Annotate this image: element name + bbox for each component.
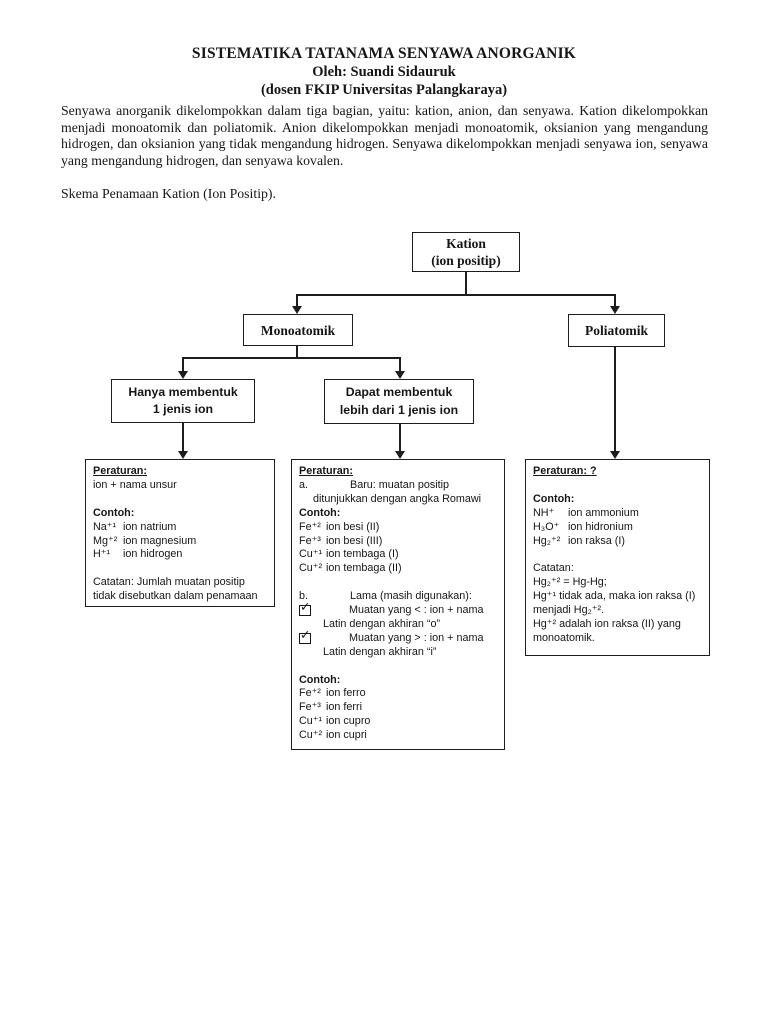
rule-box-poliatomik: Peraturan: ? Contoh: NH⁺ ion ammonium H₃…	[525, 459, 710, 656]
rule-box-single-ion: Peraturan: ion + nama unsur Contoh: Na⁺¹…	[85, 459, 275, 607]
contoh-heading: Contoh:	[93, 506, 135, 519]
node-poliatomik-label: Poliatomik	[585, 323, 648, 338]
node-monoatomik: Monoatomik	[243, 314, 353, 346]
node-monoatomik-label: Monoatomik	[260, 322, 336, 338]
checkbox-checked-icon: ✓	[299, 600, 311, 617]
arrowhead-to-middle-box-icon	[395, 451, 405, 459]
checked-rule-cont: Latin dengan akhiran “i”	[323, 645, 437, 658]
connector-monoatomik-stem	[296, 294, 298, 307]
connector-split-mid	[182, 357, 401, 359]
example-row: Fe⁺³ ion ferri	[299, 701, 363, 714]
note-line: Hg⁺¹ tidak ada, maka ion raksa (I) menja…	[533, 590, 696, 617]
contoh-heading: Contoh:	[533, 492, 575, 505]
example-row: Cu⁺¹ ion cupro	[299, 715, 371, 728]
affiliation-line: (dosen FKIP Universitas Palangkaraya)	[260, 82, 508, 98]
connector-dapat-stem	[399, 357, 401, 372]
arrowhead-to-poliatomik-icon	[610, 306, 620, 314]
connector-monoatomik-down	[296, 346, 298, 359]
checked-rule-row: ✓ Muatan yang < : ion + nama	[299, 600, 484, 617]
node-kation-line2: (ion positip)	[431, 253, 501, 268]
example-row: Cu⁺² ion cupri	[299, 729, 367, 742]
rule-text: ion + nama unsur	[93, 478, 177, 491]
list-item-b: b. Lama (masih digunakan):	[299, 590, 472, 603]
node-kation-line1: Kation	[446, 236, 486, 251]
arrowhead-to-left-box-icon	[178, 451, 188, 459]
connector-poliatomik-stem	[614, 294, 616, 307]
rule-box-multi-ion: Peraturan: a. Baru: muatan positip ditun…	[291, 459, 505, 750]
example-row: Fe⁺³ ion besi (III)	[299, 534, 383, 547]
node-hanya-line2: 1 jenis ion	[152, 402, 214, 416]
example-row: Cu⁺¹ ion tembaga (I)	[299, 548, 399, 561]
example-row: H⁺¹ ion hidrogen	[93, 548, 183, 561]
arrowhead-to-dapat-icon	[395, 371, 405, 379]
list-item-a: a. Baru: muatan positip	[299, 478, 450, 491]
note-line: Hg₂⁺² = Hg-Hg;	[533, 576, 607, 589]
connector-poliatomik-down	[614, 347, 616, 451]
checked-rule-row: ✓ Muatan yang > : ion + nama	[299, 627, 484, 644]
intro-paragraph: Senyawa anorganik dikelompokkan dalam ti…	[61, 103, 708, 168]
example-row: Na⁺¹ ion natrium	[93, 520, 177, 533]
contoh-heading: Contoh:	[299, 673, 341, 686]
checkbox-checked-icon: ✓	[299, 627, 311, 644]
arrowhead-to-monoatomik-icon	[292, 306, 302, 314]
node-hanya-line1: Hanya membentuk	[128, 384, 238, 399]
rule-heading: Peraturan: ?	[533, 465, 597, 477]
document-header: SISTEMATIKA TATANAMA SENYAWA ANORGANIK O…	[0, 0, 768, 99]
example-row: Hg₂⁺² ion raksa (I)	[533, 534, 625, 547]
node-hanya-membentuk: Hanya membentuk 1 jenis ion	[111, 379, 255, 423]
node-dapat-membentuk: Dapat membentuk lebih dari 1 jenis ion	[324, 379, 474, 424]
note-line: Hg⁺² adalah ion raksa (II) yang monoatom…	[533, 617, 681, 644]
example-row: Cu⁺² ion tembaga (II)	[299, 562, 402, 575]
arrowhead-to-hanya-icon	[178, 371, 188, 379]
list-item-a-cont: ditunjukkan dengan angka Romawi	[313, 492, 482, 505]
page-title: SISTEMATIKA TATANAMA SENYAWA ANORGANIK	[191, 45, 577, 62]
note-text: Catatan: Jumlah muatan positip tidak dis…	[93, 576, 258, 603]
example-row: H₃O⁺ ion hidronium	[533, 520, 633, 533]
checked-rule-cont: Latin dengan akhiran “o”	[323, 617, 441, 630]
connector-hanya-stem	[182, 357, 184, 372]
connector-split-top	[296, 294, 616, 296]
arrowhead-to-right-box-icon	[610, 451, 620, 459]
rule-heading: Peraturan:	[299, 465, 354, 477]
scheme-caption: Skema Penamaan Kation (Ion Positip).	[61, 186, 276, 202]
node-kation: Kation (ion positip)	[412, 232, 520, 272]
example-row: NH⁺ ion ammonium	[533, 506, 639, 519]
example-row: Fe⁺² ion ferro	[299, 687, 366, 700]
connector-dapat-down	[399, 424, 401, 451]
connector-kation-stem	[465, 272, 467, 295]
catatan-heading: Catatan:	[533, 562, 574, 575]
example-row: Mg⁺² ion magnesium	[93, 534, 197, 547]
author-line: Oleh: Suandi Sidauruk	[312, 64, 456, 80]
connector-hanya-down	[182, 423, 184, 451]
node-poliatomik: Poliatomik	[568, 314, 665, 347]
node-dapat-line2: lebih dari 1 jenis ion	[339, 402, 459, 417]
node-dapat-line1: Dapat membentuk	[345, 385, 453, 399]
contoh-heading: Contoh:	[299, 506, 341, 519]
rule-heading: Peraturan:	[93, 465, 148, 477]
example-row: Fe⁺² ion besi (II)	[299, 520, 380, 533]
